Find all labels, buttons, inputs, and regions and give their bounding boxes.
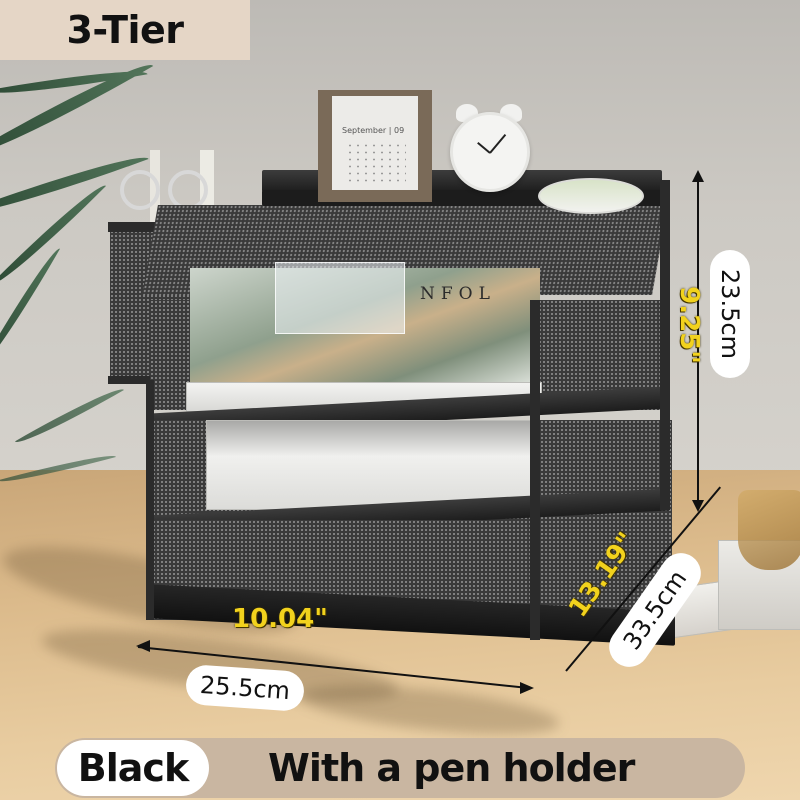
- tier-badge: 3-Tier: [0, 0, 250, 60]
- scissors-icon: [120, 170, 160, 210]
- tier-label: 3-Tier: [66, 8, 184, 52]
- tape-roll-icon: [538, 178, 644, 214]
- height-metric: 23.5cm: [716, 268, 745, 360]
- acrylic-box: [275, 262, 405, 334]
- color-option-label: Black: [77, 746, 189, 790]
- width-imperial: 10.04": [232, 604, 328, 634]
- magazine-title: NFOL: [420, 284, 496, 304]
- calendar-date: September | 09: [342, 126, 405, 135]
- variant-option[interactable]: With a pen holder: [268, 740, 635, 796]
- glass-cup-icon: [738, 490, 800, 570]
- height-imperial: 9.25": [673, 286, 704, 364]
- width-metric: 25.5cm: [199, 670, 291, 706]
- storage-cubes: [200, 520, 540, 600]
- color-option-chip[interactable]: Black: [57, 740, 209, 796]
- variant-option-label: With a pen holder: [268, 746, 635, 790]
- alarm-clock-icon: [450, 112, 530, 192]
